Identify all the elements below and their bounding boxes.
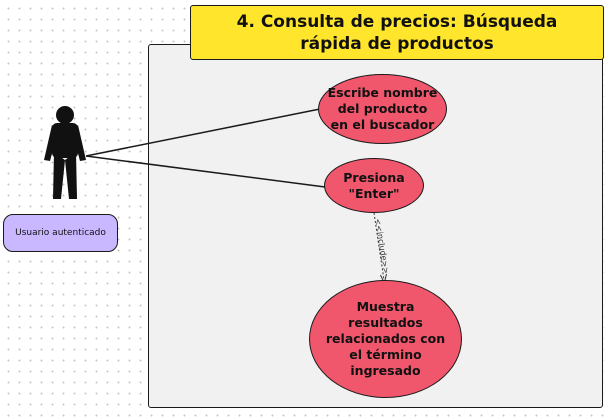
stick-figure-icon[interactable] (44, 106, 86, 199)
use-case-show-results[interactable]: Muestra resultados relacionados con el t… (309, 280, 462, 398)
use-case-press-enter[interactable]: Presiona "Enter" (324, 158, 424, 213)
use-case-search-product[interactable]: Escribe nombre del producto en el buscad… (318, 74, 447, 144)
actor-label[interactable]: Usuario autenticado (3, 214, 118, 252)
association-line-search[interactable] (85, 108, 321, 157)
include-line[interactable] (373, 212, 385, 281)
association-line-enter[interactable] (85, 155, 326, 188)
diagram-title: 4. Consulta de precios: Búsqueda rápida … (236, 11, 558, 54)
diagram-title-box[interactable]: 4. Consulta de precios: Búsqueda rápida … (190, 5, 604, 60)
include-label: <<include>> (373, 218, 391, 275)
actor-label-text: Usuario autenticado (15, 228, 106, 238)
